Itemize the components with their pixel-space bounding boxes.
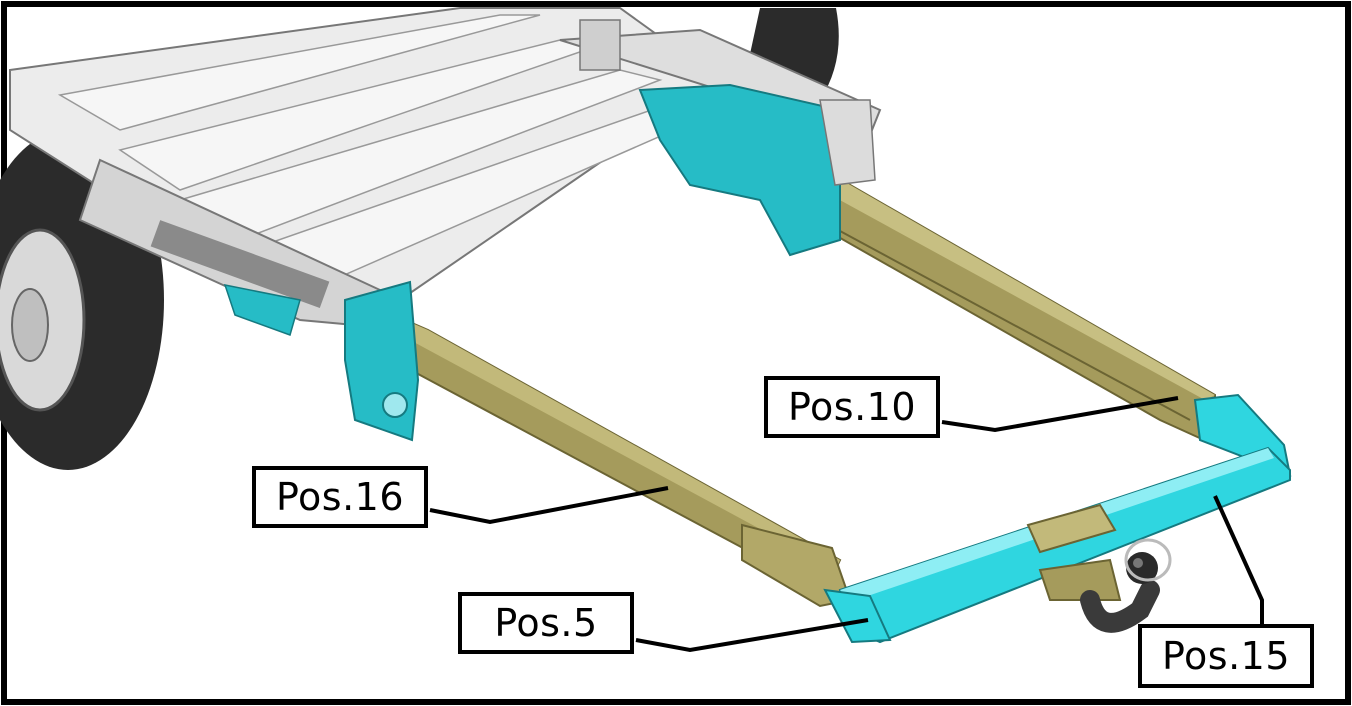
- callout-pos5: Pos.5: [458, 592, 634, 654]
- vehicle-chassis: [9, 7, 882, 332]
- callout-pos10: Pos.10: [764, 376, 940, 438]
- left-mounting-bracket: [223, 280, 420, 442]
- callout-pos15: Pos.15: [1138, 624, 1314, 688]
- callout-pos16: Pos.16: [252, 466, 428, 528]
- right-mounting-bracket: [638, 83, 876, 257]
- left-extension-rail: [390, 318, 852, 608]
- tow-crossbar: [823, 393, 1292, 644]
- leader-line-pos16: [429, 486, 669, 525]
- leader-line-pos5: [635, 618, 869, 653]
- leader-lines: [429, 396, 1264, 653]
- leader-line-pos15: [1213, 495, 1264, 624]
- tow-ball-hitch: [1038, 538, 1172, 633]
- leader-line-pos10: [941, 396, 1179, 433]
